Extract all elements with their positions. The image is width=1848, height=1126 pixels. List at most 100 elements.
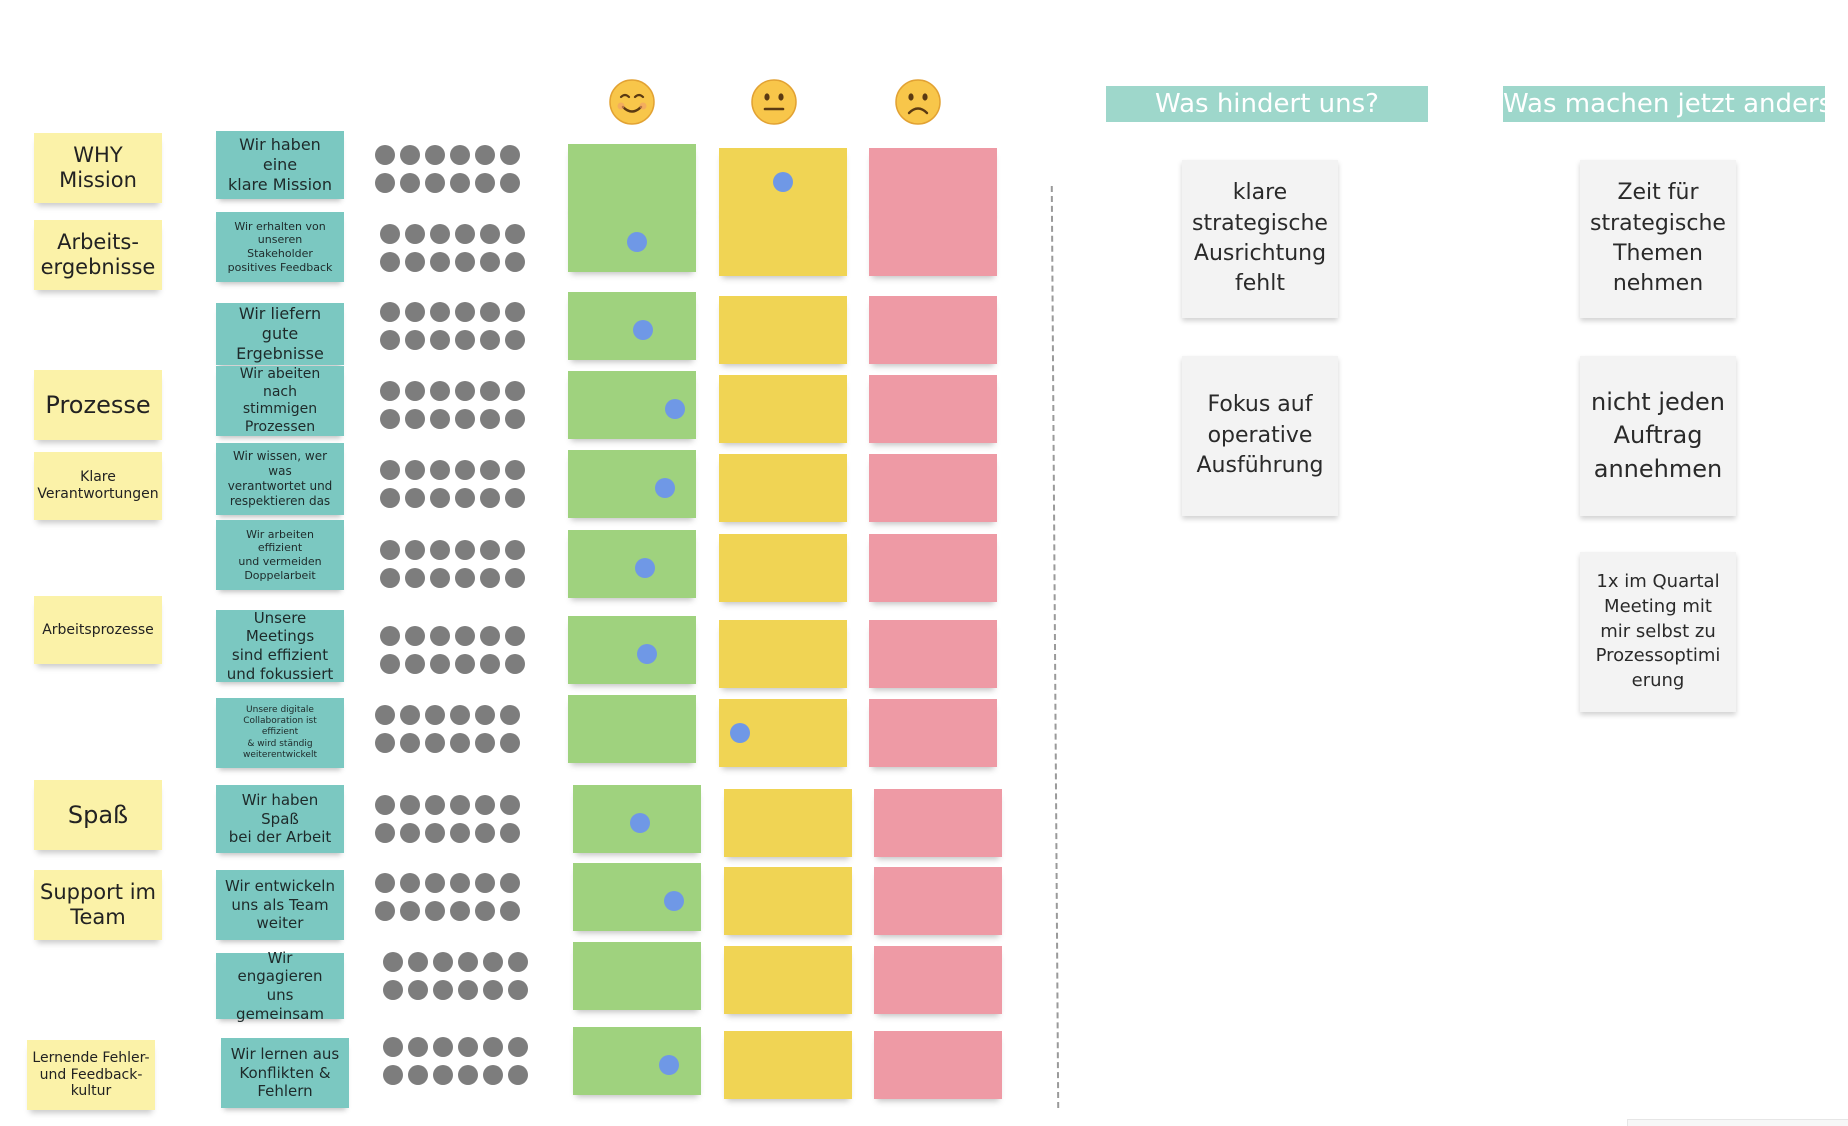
voter-dot[interactable] <box>475 705 495 725</box>
voter-dot[interactable] <box>405 654 425 674</box>
voter-dot[interactable] <box>505 224 525 244</box>
rating-note-good[interactable] <box>568 616 696 684</box>
voter-dot[interactable] <box>430 381 450 401</box>
voter-dot[interactable] <box>505 381 525 401</box>
voter-dot[interactable] <box>400 901 420 921</box>
voter-dot[interactable] <box>455 330 475 350</box>
vote-marker[interactable] <box>773 172 793 192</box>
voter-dot[interactable] <box>405 381 425 401</box>
voter-dot[interactable] <box>458 980 478 1000</box>
voter-dot[interactable] <box>408 980 428 1000</box>
voter-dot[interactable] <box>483 952 503 972</box>
voter-dot[interactable] <box>425 733 445 753</box>
statement-note[interactable]: Unsere digitale Collaboration ist effizi… <box>216 698 344 768</box>
voter-dot[interactable] <box>455 540 475 560</box>
voter-dot[interactable] <box>500 795 520 815</box>
rating-note-neutral[interactable] <box>719 534 847 602</box>
voter-dot[interactable] <box>380 460 400 480</box>
vote-marker[interactable] <box>730 723 750 743</box>
voter-dot[interactable] <box>430 626 450 646</box>
voter-dot[interactable] <box>400 705 420 725</box>
voter-dot[interactable] <box>375 145 395 165</box>
statement-note[interactable]: Wir haben eine klare Mission <box>216 131 344 199</box>
voter-dot[interactable] <box>375 705 395 725</box>
voter-dot[interactable] <box>508 980 528 1000</box>
statement-note[interactable]: Unsere Meetings sind effizient und fokus… <box>216 609 344 683</box>
voter-dot[interactable] <box>500 145 520 165</box>
voter-dot[interactable] <box>430 488 450 508</box>
voter-dot[interactable] <box>405 568 425 588</box>
voter-dot[interactable] <box>475 823 495 843</box>
voter-dot[interactable] <box>480 252 500 272</box>
voter-dot[interactable] <box>430 330 450 350</box>
voter-dot[interactable] <box>455 224 475 244</box>
voter-dot[interactable] <box>475 173 495 193</box>
voter-dot[interactable] <box>483 1065 503 1085</box>
voter-dot[interactable] <box>505 488 525 508</box>
voter-dot[interactable] <box>380 330 400 350</box>
statement-note[interactable]: Wir lernen aus Konflikten & Fehlern <box>221 1038 349 1108</box>
voter-dot[interactable] <box>455 568 475 588</box>
voter-dot[interactable] <box>480 302 500 322</box>
voter-dot[interactable] <box>455 252 475 272</box>
vote-marker[interactable] <box>630 813 650 833</box>
voter-dot[interactable] <box>380 540 400 560</box>
voter-dot[interactable] <box>480 409 500 429</box>
voter-dot[interactable] <box>380 654 400 674</box>
voter-dot[interactable] <box>405 460 425 480</box>
statement-note[interactable]: Wir erhalten von unseren Stakeholder pos… <box>216 212 344 282</box>
voter-dot[interactable] <box>433 1065 453 1085</box>
rating-note-neutral[interactable] <box>724 946 852 1014</box>
voter-dot[interactable] <box>408 1037 428 1057</box>
voter-dot[interactable] <box>405 540 425 560</box>
vote-marker[interactable] <box>665 399 685 419</box>
voter-dot[interactable] <box>405 302 425 322</box>
voter-dot[interactable] <box>383 980 403 1000</box>
rating-note-bad[interactable] <box>869 454 997 522</box>
voter-dot[interactable] <box>425 145 445 165</box>
voter-dot[interactable] <box>425 873 445 893</box>
voter-dot[interactable] <box>380 568 400 588</box>
voter-dot[interactable] <box>505 409 525 429</box>
rating-note-bad[interactable] <box>869 534 997 602</box>
voter-dot[interactable] <box>408 1065 428 1085</box>
voter-dot[interactable] <box>500 173 520 193</box>
voter-dot[interactable] <box>455 409 475 429</box>
voter-dot[interactable] <box>400 873 420 893</box>
voter-dot[interactable] <box>375 733 395 753</box>
action-note[interactable]: nicht jeden Auftrag annehmen <box>1580 356 1736 516</box>
action-note[interactable]: Zeit für strategische Themen nehmen <box>1580 160 1736 318</box>
voter-dot[interactable] <box>425 823 445 843</box>
voter-dot[interactable] <box>425 795 445 815</box>
voter-dot[interactable] <box>430 224 450 244</box>
voter-dot[interactable] <box>405 626 425 646</box>
rating-note-bad[interactable] <box>869 208 997 276</box>
voter-dot[interactable] <box>455 654 475 674</box>
voter-dot[interactable] <box>475 733 495 753</box>
column-header-obstacles[interactable]: Was hindert uns? <box>1106 86 1428 122</box>
voter-dot[interactable] <box>375 873 395 893</box>
voter-dot[interactable] <box>425 173 445 193</box>
voter-dot[interactable] <box>455 460 475 480</box>
voter-dot[interactable] <box>380 302 400 322</box>
voter-dot[interactable] <box>450 873 470 893</box>
voter-dot[interactable] <box>433 1037 453 1057</box>
voter-dot[interactable] <box>500 901 520 921</box>
voter-dot[interactable] <box>400 145 420 165</box>
voter-dot[interactable] <box>500 823 520 843</box>
rating-note-bad[interactable] <box>874 789 1002 857</box>
rating-note-bad[interactable] <box>874 1031 1002 1099</box>
voter-dot[interactable] <box>380 252 400 272</box>
voter-dot[interactable] <box>505 626 525 646</box>
voter-dot[interactable] <box>508 952 528 972</box>
voter-dot[interactable] <box>505 302 525 322</box>
statement-note[interactable]: Wir abeiten nach stimmigen Prozessen <box>216 366 344 436</box>
voter-dot[interactable] <box>455 302 475 322</box>
statement-note[interactable]: Wir engagieren uns gemeinsam <box>216 949 344 1023</box>
rating-note-bad[interactable] <box>869 620 997 688</box>
voter-dot[interactable] <box>400 823 420 843</box>
voter-dot[interactable] <box>480 654 500 674</box>
voter-dot[interactable] <box>475 873 495 893</box>
rating-note-good[interactable] <box>568 695 696 763</box>
